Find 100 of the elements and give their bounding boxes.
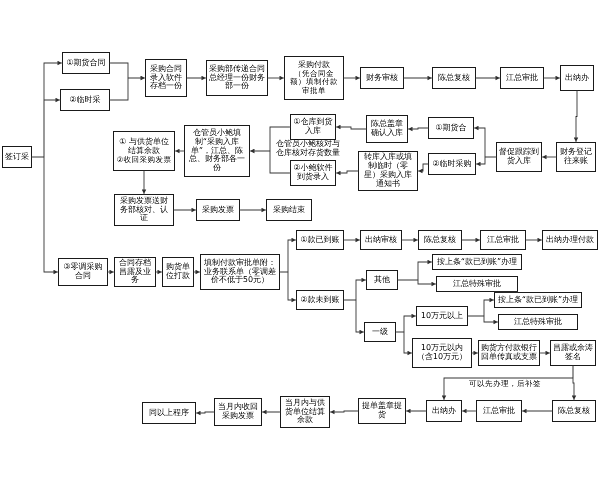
process-box (366, 115, 408, 143)
box-text: 江总审批 (506, 74, 538, 82)
box-text: 出纳办 (565, 74, 589, 82)
process-box (214, 398, 262, 426)
process-box (145, 59, 187, 97)
box-text: 陈总复核 (424, 236, 456, 244)
process-box (162, 257, 194, 287)
process-box (62, 52, 110, 74)
arrow (418, 164, 428, 174)
arrow (406, 408, 426, 414)
process-box (552, 400, 596, 422)
box-text: 出纳办 (432, 406, 456, 416)
arrow (280, 272, 296, 302)
box-text: ①期货合 (435, 124, 467, 132)
arrow (404, 76, 432, 80)
arrow (262, 410, 280, 414)
box-text: 当月内收回采购发票 (217, 403, 259, 421)
process-box (432, 254, 522, 270)
process-box (196, 199, 240, 221)
box-text: 提单盖章提货 (361, 402, 403, 420)
process-box (428, 153, 476, 175)
arrow (336, 124, 366, 130)
arrow (32, 156, 58, 274)
box-text: 采购发票送财务部核对、认证 (119, 196, 169, 224)
box-text: 采购合同录入软件存档一份 (149, 64, 183, 92)
box-text: ②临时采购 (432, 160, 472, 168)
arrow (476, 156, 496, 166)
process-box (416, 306, 468, 326)
process-box (412, 338, 472, 368)
box-text: ①期货合同 (66, 58, 106, 68)
process-box (436, 276, 518, 292)
arrow (330, 410, 358, 414)
process-box (542, 230, 598, 250)
box-text: 同以上程序 (149, 408, 189, 418)
box-text: 10万元以上 (420, 312, 464, 320)
process-box (113, 131, 175, 171)
box-text: 江总特殊审批 (514, 318, 562, 326)
process-box (360, 230, 402, 250)
process-box (114, 194, 174, 226)
box-text: 合同存档昌露及业务 (118, 258, 152, 286)
box-text: ① 与供货单位结算余款 (118, 138, 170, 156)
box-text: ①仓库到货入库 (293, 118, 333, 136)
process-box (2, 146, 32, 168)
box-text: 按上条“款已到账”办理 (498, 296, 578, 304)
arrow (344, 300, 364, 334)
arrow (402, 238, 418, 242)
box-text: 采购结束 (273, 206, 305, 214)
process-box (58, 258, 108, 286)
process-box (426, 400, 462, 422)
process-box (494, 292, 582, 308)
box-text: ①款已到账 (300, 236, 340, 244)
box-text: 江总审批 (483, 406, 515, 416)
box-text: 采购发票 (202, 206, 234, 214)
arrow (526, 238, 542, 242)
box-text: 陈总盖章确认入库 (370, 120, 404, 138)
box-text: 采购付款 (298, 60, 330, 70)
arrow (240, 208, 266, 212)
process-box (428, 117, 474, 139)
box-text: 昌露或余涛签名 (553, 344, 593, 362)
arrow (442, 366, 574, 400)
process-box (560, 65, 594, 91)
process-box (290, 160, 336, 186)
arrow (574, 90, 578, 142)
box-text: ②小鲍软件到货录入 (293, 164, 333, 182)
process-box (266, 199, 312, 221)
arrow (194, 270, 200, 274)
box-text: 一级 (372, 328, 388, 336)
process-box (432, 67, 476, 89)
process-box (296, 230, 344, 250)
arrow (540, 350, 550, 356)
process-box (480, 230, 526, 250)
process-box (60, 89, 110, 111)
box-text: 当月内与供货单位结算余款 (284, 398, 326, 426)
arrow (468, 316, 498, 324)
process-box (556, 142, 596, 172)
arrow (472, 350, 478, 356)
process-box (142, 402, 196, 424)
box-text: 陈总复核 (438, 74, 470, 82)
box-text: 仓管员小鲍填制“采购入库单”，江总、陈总、财务部各一份 (188, 128, 246, 174)
arrow (398, 280, 436, 286)
box-text: 填制付款审批单附：业务联系单（零调差价不低于50元） (203, 258, 277, 286)
process-box (476, 400, 522, 422)
process-box (500, 67, 544, 89)
arrow (174, 208, 196, 212)
box-text: 督促跟踪到货入库 (499, 148, 539, 166)
arrow (344, 238, 360, 242)
process-box (498, 314, 578, 330)
arrow (174, 148, 184, 154)
arrow (522, 408, 552, 414)
box-text: 财务登记往来账 (559, 148, 593, 166)
process-box (284, 56, 344, 100)
note-text: 仓管员小鲍核对与仓库核对存货数量 (275, 140, 341, 158)
box-text: 10万元以内（含10万元） (416, 344, 468, 362)
box-text: ③零调采购合同 (62, 263, 104, 281)
process-box (358, 398, 406, 424)
process-box (360, 67, 404, 89)
process-box (418, 230, 462, 250)
process-box (296, 290, 344, 310)
box-text: 按上条“款已到账”办理 (436, 258, 518, 266)
arrow (542, 154, 556, 160)
